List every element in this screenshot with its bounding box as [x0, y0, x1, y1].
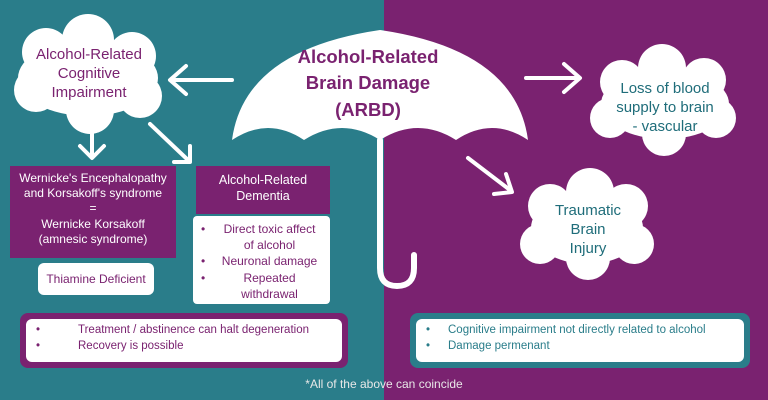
left-note-item: • Treatment / abstinence can halt degene… — [36, 323, 334, 339]
bullet-dot-icon: • — [201, 222, 206, 236]
dementia-title-line: Dementia — [236, 188, 290, 203]
right-note-text: Damage permenant — [448, 339, 550, 352]
dementia-bullet: • Direct toxic affect of alcohol — [201, 221, 324, 253]
thiamine-label: Thiamine Deficient — [46, 272, 146, 286]
cloud-vascular-shape — [590, 44, 736, 156]
right-notes-box: • Cognitive impairment not directly rela… — [416, 319, 744, 362]
right-note-item: • Cognitive impairment not directly rela… — [426, 323, 736, 339]
umbrella-title-line: Alcohol-Related — [297, 46, 439, 67]
cloud-arci-shape — [14, 14, 162, 134]
umbrella-handle-icon — [377, 137, 417, 290]
dementia-bullet-text: of alcohol — [243, 238, 296, 253]
dementia-bullet-list: • Direct toxic affect of alcohol • Neuro… — [201, 221, 324, 302]
arrow-left-to-arci-icon — [168, 64, 234, 96]
bullet-dot-icon: • — [426, 339, 431, 352]
left-notes-list: • Treatment / abstinence can halt degene… — [36, 323, 334, 354]
wernicke-line: and Korsakoff's syndrome — [23, 186, 163, 201]
arrow-down-right-to-tbi-icon — [466, 156, 514, 196]
cloud-tbi-line: Injury — [569, 239, 607, 257]
left-note-item: • Recovery is possible — [36, 339, 334, 355]
cloud-arci-label: Alcohol-Related Cognitive Impairment — [24, 46, 154, 102]
bullet-dot-icon: • — [36, 339, 41, 352]
umbrella-title-line: Brain Damage — [305, 72, 431, 94]
bullet-dot-icon: • — [36, 324, 41, 336]
wernicke-equals: = — [89, 201, 97, 216]
dementia-bullets-box: • Direct toxic affect of alcohol • Neuro… — [193, 216, 330, 304]
cloud-vascular-line: Loss of blood — [620, 80, 710, 97]
wernicke-line: (amnesic syndrome) — [38, 231, 148, 246]
umbrella-canopy-icon — [232, 30, 528, 140]
cloud-vascular-label: Loss of blood supply to brain - vascular — [601, 80, 729, 136]
dementia-bullet-text: Direct toxic affect — [223, 222, 316, 236]
bullet-dot-icon: • — [201, 270, 206, 285]
arrow-right-to-vascular-icon — [524, 62, 582, 94]
cloud-tbi-line: Traumatic — [554, 202, 622, 219]
cloud-arci-line: Alcohol-Related — [36, 46, 142, 63]
right-notes-list: • Cognitive impairment not directly rela… — [426, 323, 736, 354]
thiamine-deficient-box: Thiamine Deficient — [38, 263, 154, 295]
footer-note: *All of the above can coincide — [305, 377, 463, 391]
dementia-bullet-text: Neuronal damage — [221, 254, 318, 269]
umbrella-title-line: (ARBD) — [335, 98, 401, 120]
cloud-tbi-line: Brain — [570, 220, 606, 238]
dementia-header-box: Alcohol-Related Dementia — [196, 166, 330, 214]
right-note-text: Cognitive impairment not directly relate… — [448, 324, 706, 336]
dementia-bullet: • Repeated withdrawal — [201, 270, 324, 302]
dementia-bullet: • Neuronal damage — [201, 253, 324, 269]
cloud-arci-line: Cognitive — [57, 64, 121, 82]
dementia-bullet-text: withdrawal — [241, 286, 298, 301]
wernicke-line: Wernicke Korsakoff — [41, 216, 145, 231]
bullet-dot-icon: • — [426, 324, 431, 336]
bullet-dot-icon: • — [201, 254, 206, 269]
cloud-tbi-shape — [520, 168, 654, 280]
arrow-down-to-wernicke-icon — [78, 124, 106, 160]
cloud-tbi-label: Traumatic Brain Injury — [538, 202, 638, 258]
left-note-text: Treatment / abstinence can halt degenera… — [78, 324, 309, 336]
wernicke-line: Wernicke's Encephalopathy — [19, 171, 167, 185]
cloud-vascular-line: - vascular — [632, 117, 698, 135]
left-notes-box: • Treatment / abstinence can halt degene… — [26, 319, 342, 362]
dementia-bullet-text: Repeated — [243, 270, 296, 285]
cloud-vascular-line: supply to brain — [616, 98, 714, 116]
dementia-title-line: Alcohol-Related — [218, 173, 308, 187]
left-note-text: Recovery is possible — [78, 339, 184, 352]
cloud-arci-line: Impairment — [51, 83, 127, 101]
umbrella-title: Alcohol-Related Brain Damage (ARBD) — [278, 44, 458, 123]
right-note-item: • Damage permenant — [426, 339, 736, 355]
wernicke-korsakoff-box: Wernicke's Encephalopathy and Korsakoff'… — [10, 166, 176, 258]
arrow-diagonal-to-dementia-icon — [148, 122, 192, 164]
